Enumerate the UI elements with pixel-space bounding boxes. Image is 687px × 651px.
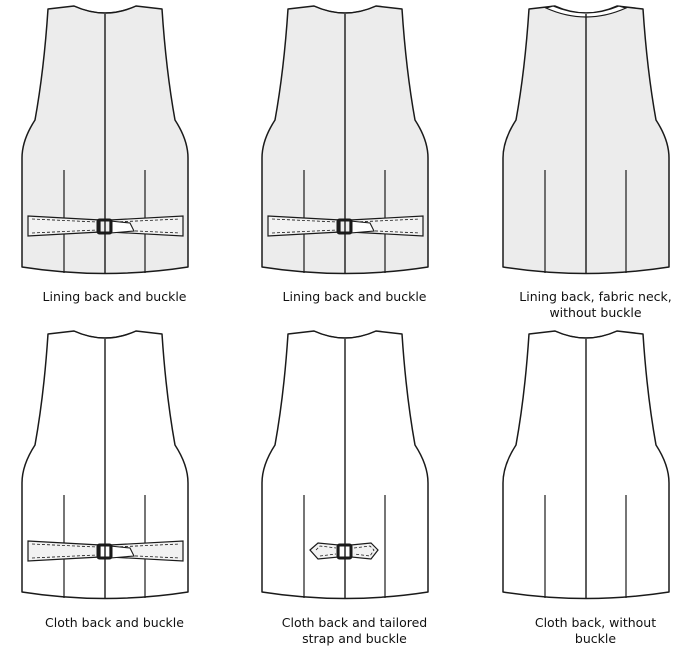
neckline (73, 5, 137, 14)
neckline (313, 330, 377, 339)
vest-back-drawing (261, 5, 429, 275)
buckle-icon (336, 543, 353, 560)
fabric-neck-band (544, 5, 628, 18)
vest-variant-lining-fabric-neck: Lining back, fabric neck, without buckle (481, 0, 687, 325)
buckle-icon (96, 218, 113, 235)
variant-caption: Cloth back, without buckle (534, 615, 657, 646)
vest-back-drawing (21, 5, 189, 275)
vest-variant-cloth-no-buckle: Cloth back, without buckle (481, 325, 687, 650)
vest-variant-lining-buckle-1: Lining back and buckle (0, 0, 229, 325)
vest-variant-lining-buckle-2: Lining back and buckle (240, 0, 469, 325)
variant-caption: Lining back, fabric neck, without buckle (519, 289, 672, 320)
strap-stitching (31, 218, 181, 234)
tailored-strap-stitching (315, 545, 375, 557)
variant-caption: Lining back and buckle (282, 289, 427, 304)
variant-caption: Cloth back and tailored strap and buckle (281, 615, 428, 646)
strap-stitching (31, 543, 181, 559)
strap-tongue (109, 545, 135, 559)
neckline (554, 330, 618, 339)
neckline (313, 5, 377, 14)
vest-variant-cloth-tailored-strap: Cloth back and tailored strap and buckle (240, 325, 469, 650)
vest-back-drawing (502, 5, 670, 275)
vest-back-drawing (21, 330, 189, 600)
vest-back-drawing (502, 330, 670, 600)
neckline (73, 330, 137, 339)
variant-caption: Lining back and buckle (42, 289, 187, 304)
strap-tongue (109, 220, 135, 234)
buckle-icon (96, 543, 113, 560)
strap-tongue (349, 220, 375, 234)
variant-caption: Cloth back and buckle (45, 615, 184, 630)
strap-stitching (271, 218, 421, 234)
vest-back-drawing (261, 330, 429, 600)
vest-variant-cloth-buckle: Cloth back and buckle (0, 325, 229, 650)
buckle-icon (336, 218, 353, 235)
